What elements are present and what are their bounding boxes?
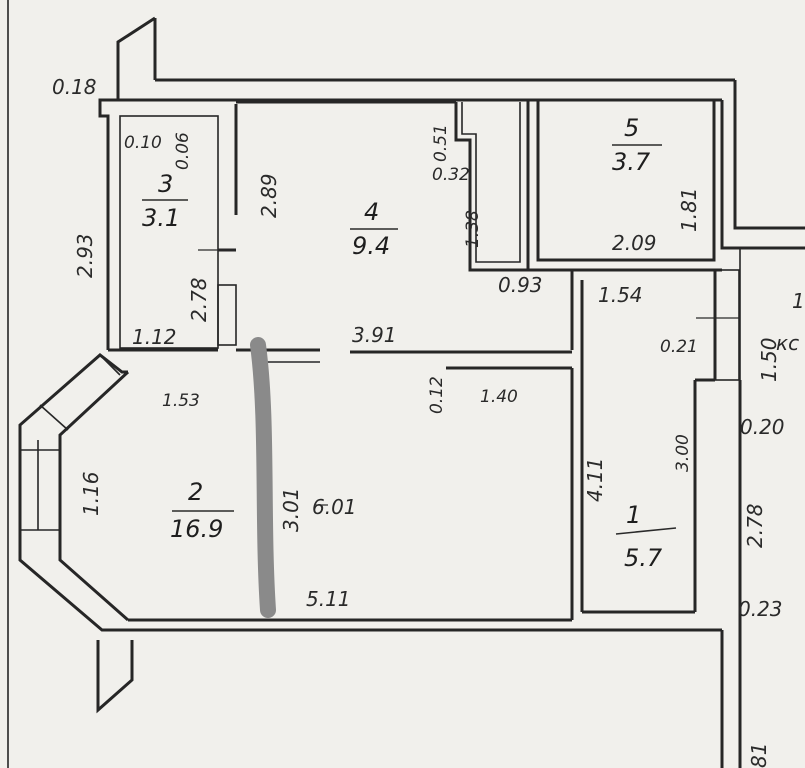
dimension-label: 0.12 [427,376,447,414]
dimension-label: 2.89 [257,173,281,218]
dimension-label: 3.91 [352,323,397,347]
dimension-label: 2.78 [187,277,211,322]
room-area: 9.4 [352,232,390,260]
room-number: 2 [188,478,203,506]
room-divider [615,527,677,535]
wall-segment [96,640,134,714]
dimension-label: 6.01 [312,495,357,519]
walls [7,0,805,768]
room-number: 1 [626,501,641,529]
dimension-label: 0.06 [173,132,193,170]
dimension-label: 1.16 [79,471,103,516]
room-area: 3.1 [142,204,180,232]
room-number: 3 [158,170,173,198]
dimension-label: 2.78 [743,503,767,548]
dimension-label: 5.11 [306,587,351,611]
dimension-label: 1.12 [132,325,177,349]
wall-segment [217,284,237,346]
dimension-label: 0.23 [738,597,783,621]
bay-window [18,353,128,632]
dimension-label: 1.81 [677,187,701,232]
dimension-label: 81 [747,743,771,768]
dimension-label: 1 [792,289,805,313]
marker-stroke [250,337,276,618]
room-5-outline [536,98,716,262]
bay-window-frame [99,354,121,376]
dimension-label: 0.18 [52,75,97,99]
wall-segment [98,16,156,350]
room-area: 3.7 [612,148,651,176]
dimension-label: 0.51 [431,124,451,162]
room-number: 4 [364,198,379,226]
bay-window-inner [58,370,130,622]
dimension-label: 3.00 [673,434,693,472]
dimension-label: 0.93 [498,273,543,297]
room-3-outline [119,115,219,349]
dimension-label: 2.09 [612,231,657,255]
dimension-labels: 0.18 0.10 0.06 2.93 2.78 1.12 2.89 0.51 … [52,75,805,768]
room-area: 16.9 [170,515,223,543]
dimension-label: кс [776,331,799,355]
dimension-label: 2.93 [73,233,97,278]
room-labels: 1 5.7 2 16.9 3 3.1 4 9.4 5 3.7 [142,114,677,572]
dimension-label: 1.50 [757,337,781,382]
dimension-label: 1.53 [162,391,200,411]
dimension-label: 3.01 [279,487,303,532]
wall-segment [454,100,530,272]
dimension-label: 1.38 [463,210,483,248]
dimension-label: 0.20 [740,415,785,439]
wall-segment [461,102,521,263]
dimension-label: 1.40 [480,387,518,407]
wall-segment [720,100,805,250]
dimension-label: 0.32 [432,165,470,185]
room-area: 5.7 [624,544,663,572]
dimension-label: 4.11 [583,457,607,502]
room-number: 5 [624,114,639,142]
dimension-label: 1.54 [598,283,643,307]
wall-segment [733,80,805,230]
wall-segment [714,269,740,381]
bay-window-frame [39,404,69,431]
dimension-label: 0.21 [660,337,698,357]
dimension-label: 0.10 [124,133,162,153]
leader-lines [198,249,740,506]
